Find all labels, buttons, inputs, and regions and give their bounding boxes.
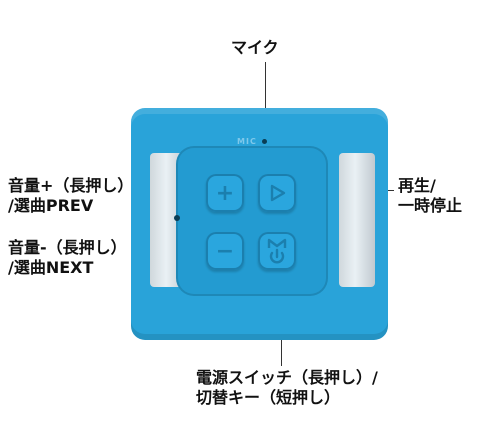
play-pause-line1: 再生/ <box>398 176 436 195</box>
power-mode-button[interactable] <box>258 232 296 270</box>
mic-print-label: MIC <box>237 137 257 146</box>
power-callout: 電源スイッチ（長押し）/ 切替キー（短押し） <box>196 368 378 408</box>
play-icon <box>270 184 286 202</box>
power-line2: 切替キー（短押し） <box>196 388 341 407</box>
volume-down-line1: 音量-（長押し） <box>8 238 127 257</box>
volume-down-button[interactable]: − <box>206 232 244 270</box>
volume-up-line2: /選曲PREV <box>8 196 94 215</box>
control-panel <box>176 146 328 296</box>
volume-up-line1: 音量+（長押し） <box>8 176 134 195</box>
volume-up-button[interactable]: + <box>206 174 244 212</box>
volume-down-line2: /選曲NEXT <box>8 258 94 277</box>
volume-up-callout: 音量+（長押し） /選曲PREV <box>8 176 133 216</box>
mic-callout: マイク <box>231 38 279 58</box>
minus-icon: − <box>215 238 235 264</box>
mic-callout-text: マイク <box>231 38 279 57</box>
play-pause-line2: 一時停止 <box>398 196 463 215</box>
right-strap <box>339 153 375 287</box>
play-pause-callout: 再生/ 一時停止 <box>398 176 462 216</box>
mic-hole <box>262 139 267 144</box>
plus-icon: + <box>215 180 235 206</box>
volume-down-callout: 音量-（長押し） /選曲NEXT <box>8 238 127 278</box>
mic-leader-line <box>265 62 266 140</box>
indicator-led <box>174 215 180 221</box>
power-line1: 電源スイッチ（長押し）/ <box>196 368 378 387</box>
mode-icon <box>267 238 287 264</box>
play-pause-button[interactable] <box>258 174 296 212</box>
